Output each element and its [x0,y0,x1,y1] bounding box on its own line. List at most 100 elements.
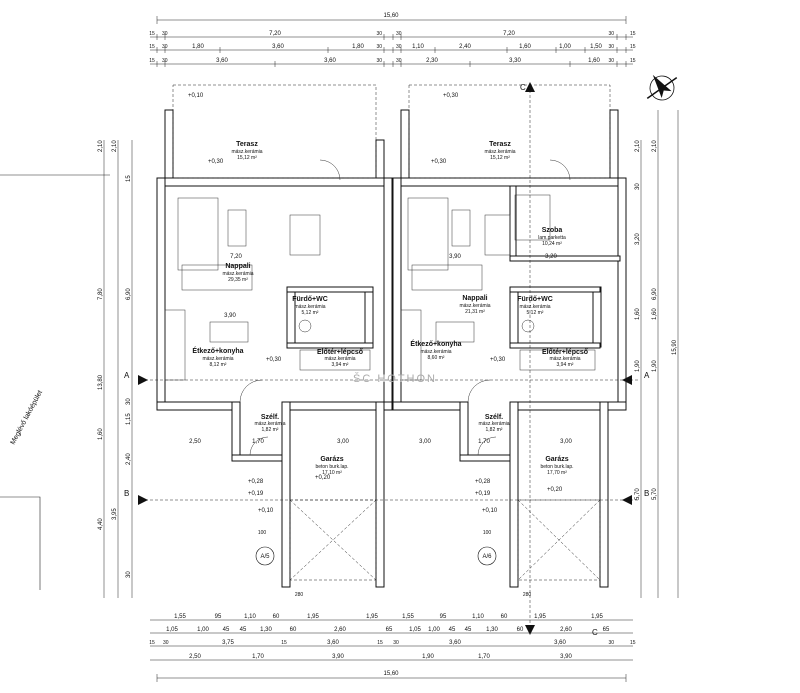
room-name: Terasz [489,141,511,148]
room-area: 8,60 m² [428,355,445,361]
room-floor: mász.kerámia [202,356,233,362]
dim-label: 30 [376,44,382,50]
dim-label: 30 [396,58,402,64]
dim-label: 3,60 [216,58,228,64]
room-area: 3,94 m² [557,362,574,368]
room-area: 3,94 m² [332,362,349,368]
room-area: 10,24 m² [542,241,562,247]
dim-label: 30 [393,640,399,646]
dim-label: 3,60 [554,640,566,646]
dim-label: 1,70 [252,439,264,445]
dim-label: 30 [396,44,402,50]
dim-label: 1,30 [260,627,272,633]
dim-label: 7,20 [269,31,281,37]
level-label: +0,30 [443,93,459,99]
dim-label: 15 [149,58,155,64]
axis-label-c-bottom: C [592,628,598,637]
dim-label: 30 [608,640,614,646]
dim-label: 100 [483,530,492,536]
dim-label: 6,90 [126,288,132,300]
dim-label: 1,05 [409,627,421,633]
dim-right-total: 15,90 [672,339,678,355]
room-floor: beton burk.lap. [540,464,573,470]
room-area: 17,70 m² [547,470,567,476]
right-dim-labels: 2,10 30 3,20 1,60 1,90 5,70 2,10 6,90 1,… [635,140,678,500]
watermark: ŠC HOTHON [353,372,437,385]
level-label: +0,10 [482,508,498,514]
dim-label: 1,70 [478,654,490,660]
room-floor: mász.kerámia [254,421,285,427]
dim-label: 1,95 [591,614,603,620]
dim-label: 1,80 [352,44,364,50]
section-markers [138,82,632,635]
dim-label: 7,80 [98,288,104,300]
axis-label-b-right: B [644,489,649,498]
dim-top-row2-labels: 15 30 1,80 3,60 1,80 30 30 1,10 2,40 1,6… [149,44,636,50]
dim-label: 280 [295,592,304,598]
room-labels: Terasz mász.kerámia 15,12 m² Terasz mász… [192,141,588,476]
dim-label: 3,00 [560,439,572,445]
dim-label: 2,40 [126,453,132,465]
dim-label: 1,10 [244,614,256,620]
dim-label: 13,80 [98,374,104,390]
furniture [164,194,596,381]
dim-label: 95 [215,614,222,620]
inner-dimensions: 7,20 3,90 3,90 3,20 2,50 3,00 3,00 3,00 … [189,254,572,598]
dim-label: 60 [517,627,524,633]
dim-label: 280 [523,592,532,598]
room-floor: mász.kerámia [484,149,515,155]
dim-label: 15 [630,31,636,37]
dim-label: 45 [449,627,456,633]
room-name: Nappali [225,263,250,270]
dim-label: 1,10 [472,614,484,620]
dim-label: 95 [440,614,447,620]
room-floor: beton burk.lap. [315,464,348,470]
dim-label: 3,95 [112,508,118,520]
room-area: 8,12 m² [210,362,227,368]
dim-label: 2,50 [189,654,201,660]
dim-label: 30 [126,398,132,405]
unit-marker-a6 [477,546,497,566]
level-label: +0,10 [188,93,204,99]
left-dim-labels: 2,10 7,80 13,80 1,60 4,40 2,10 3,95 15 6… [98,140,132,578]
level-label: +0,30 [266,357,282,363]
room-name: Garázs [545,456,568,463]
dim-label: 60 [501,614,508,620]
walls [156,109,627,588]
dim-label: 1,60 [635,308,641,320]
level-label: +0,28 [475,479,491,485]
dim-label: 3,60 [324,58,336,64]
level-label: +0,30 [208,159,224,165]
dim-label: 1,60 [519,44,531,50]
dim-label: 15 [149,640,155,646]
dim-bottom-row1-labels: 1,55 95 1,10 60 1,95 1,95 1,55 95 1,10 6… [174,614,603,620]
dim-label: 1,95 [307,614,319,620]
dim-label: 30 [162,44,168,50]
dim-label: 3,60 [272,44,284,50]
top-dimension-chains [150,16,633,65]
dim-label: 1,00 [559,44,571,50]
room-name: Szélf. [485,414,503,421]
room-area: 21,31 m² [465,309,485,315]
dim-label: 3,90 [560,654,572,660]
dim-label: 1,95 [534,614,546,620]
right-dimension-chains [640,110,679,598]
dim-label: 2,10 [635,140,641,152]
dim-label: 30 [608,44,614,50]
level-label: +0,20 [547,487,563,493]
dim-label: 2,60 [560,627,572,633]
level-label: +0,28 [248,479,264,485]
dim-label: 3,60 [327,640,339,646]
dim-label: 7,20 [230,254,242,260]
dim-label: 3,30 [509,58,521,64]
dim-label: 4,40 [98,518,104,530]
dim-label: 1,60 [588,58,600,64]
dim-label: 100 [258,530,267,536]
room-floor: mász.kerámia [231,149,262,155]
dim-label: 3,20 [635,233,641,245]
existing-building [0,174,110,590]
dim-bottom-total: 15,60 [383,671,399,677]
dim-label: 6,90 [652,288,658,300]
room-floor: lam.parketta [538,235,566,241]
dim-label: 1,50 [590,44,602,50]
